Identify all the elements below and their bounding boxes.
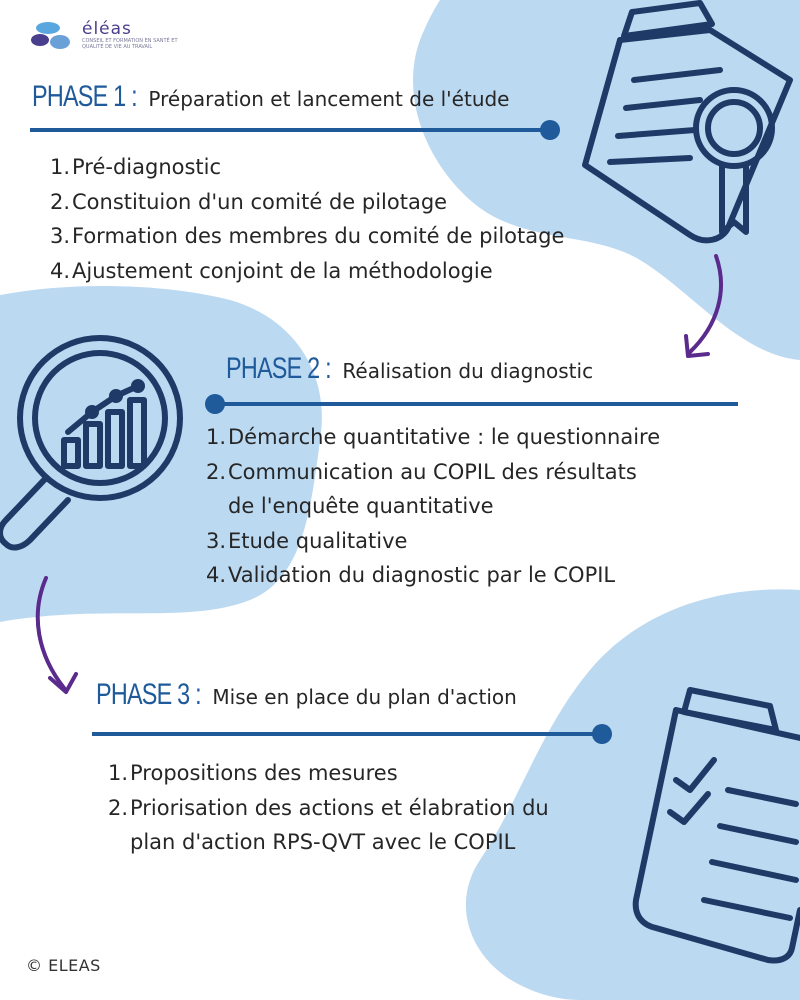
list-item: 1.Pré-diagnostic bbox=[48, 150, 564, 185]
phase-1-steps: 1.Pré-diagnostic 2.Constituion d'un comi… bbox=[48, 150, 564, 288]
step-number: 1. bbox=[205, 425, 226, 449]
phase-2-label: PHASE 2 : bbox=[226, 352, 332, 385]
brand-tagline: CONSEIL ET FORMATION EN SANTÉ ET QUALITÉ… bbox=[82, 38, 178, 50]
phase-2-line bbox=[205, 394, 738, 414]
step-number: 1. bbox=[49, 155, 70, 179]
chart-magnifier-icon bbox=[0, 335, 183, 551]
step-number: 2. bbox=[107, 795, 128, 820]
list-item: 1.Propositions des mesures bbox=[106, 756, 549, 791]
phase-1-line bbox=[30, 120, 560, 140]
step-number: 4. bbox=[205, 563, 226, 587]
phase-1-header: PHASE 1 : Préparation et lancement de l'… bbox=[32, 80, 510, 114]
step-text: Etude qualitative bbox=[228, 528, 408, 553]
step-text-continued: de l'enquête quantitative bbox=[228, 494, 494, 518]
step-text: Pré-diagnostic bbox=[72, 155, 222, 179]
phase-3-title: Mise en place du plan d'action bbox=[212, 685, 517, 709]
list-item: 3.Etude qualitative bbox=[204, 524, 660, 559]
step-number: 3. bbox=[205, 528, 226, 553]
phase-1-title: Préparation et lancement de l'étude bbox=[148, 87, 510, 111]
list-item: 4.Ajustement conjoint de la méthodologie bbox=[48, 254, 564, 289]
step-text: Communication au COPIL des résultats bbox=[228, 459, 637, 484]
phase-2-header: PHASE 2 : Réalisation du diagnostic bbox=[226, 352, 593, 386]
list-item: 4.Validation du diagnostic par le COPIL bbox=[204, 558, 660, 593]
step-number: 2. bbox=[49, 189, 70, 214]
logo-mark-icon bbox=[31, 22, 70, 49]
phase-3-line bbox=[92, 724, 612, 744]
step-number: 1. bbox=[107, 761, 128, 785]
step-text: Priorisation des actions et élabration d… bbox=[130, 795, 549, 820]
curved-arrow-icon bbox=[684, 254, 723, 358]
step-text: Formation des membres du comité de pilot… bbox=[72, 224, 565, 248]
step-number: 2. bbox=[205, 459, 226, 484]
clipboard-magnifier-icon bbox=[582, 0, 793, 244]
step-text: Validation du diagnostic par le COPIL bbox=[228, 563, 616, 587]
step-text-continued: plan d'action RPS-QVT avec le COPIL bbox=[130, 830, 516, 854]
list-item: 2.Communication au COPIL des résultats de… bbox=[204, 455, 660, 524]
step-number: 4. bbox=[49, 258, 70, 283]
step-text: Ajustement conjoint de la méthodologie bbox=[72, 258, 493, 283]
phase-1-label: PHASE 1 : bbox=[32, 80, 138, 113]
step-text: Démarche quantitative : le questionnaire bbox=[228, 425, 661, 449]
list-item: 2.Priorisation des actions et élabration… bbox=[106, 791, 549, 860]
phase-3-header: PHASE 3 : Mise en place du plan d'action bbox=[96, 678, 517, 712]
list-item: 1.Démarche quantitative : le questionnai… bbox=[204, 420, 660, 455]
curved-arrow-icon bbox=[35, 576, 78, 694]
brand-logo[interactable]: éléas CONSEIL ET FORMATION EN SANTÉ ET Q… bbox=[30, 18, 192, 52]
copyright-notice: © ELEAS bbox=[26, 956, 101, 975]
phase-3-steps: 1.Propositions des mesures 2.Priorisatio… bbox=[106, 756, 549, 860]
phase-2-steps: 1.Démarche quantitative : le questionnai… bbox=[204, 420, 660, 593]
left-blob bbox=[0, 285, 322, 622]
phase-2-title: Réalisation du diagnostic bbox=[342, 359, 594, 383]
list-item: 3.Formation des membres du comité de pil… bbox=[48, 219, 564, 254]
step-number: 3. bbox=[49, 224, 70, 248]
brand-name: éléas bbox=[82, 19, 132, 39]
list-item: 2.Constituion d'un comité de pilotage bbox=[48, 185, 564, 220]
step-text: Propositions des mesures bbox=[130, 761, 398, 785]
step-text: Constituion d'un comité de pilotage bbox=[72, 189, 448, 214]
phase-3-label: PHASE 3 : bbox=[96, 678, 202, 711]
bottom-right-blob bbox=[465, 589, 800, 1000]
checklist-clipboard-icon bbox=[632, 687, 800, 964]
